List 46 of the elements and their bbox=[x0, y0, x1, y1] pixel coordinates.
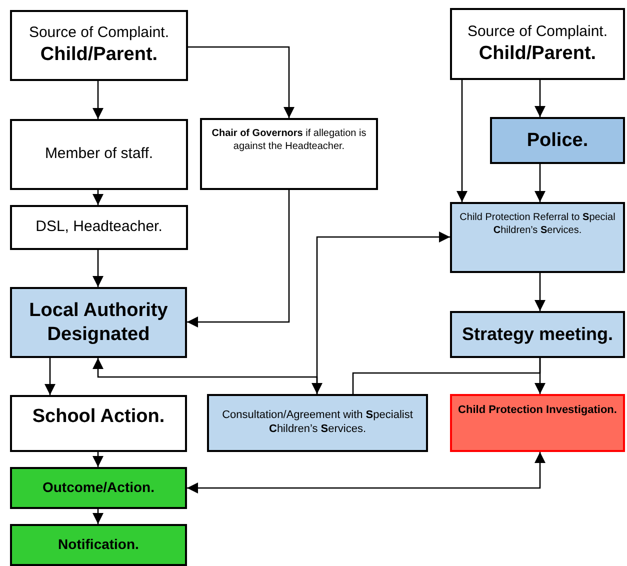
arrow bbox=[92, 81, 104, 119]
arrow bbox=[312, 232, 450, 394]
process-box bbox=[207, 394, 428, 452]
box-label: Local Authority Designated bbox=[28, 298, 169, 346]
box-label: Member of staff. bbox=[44, 145, 154, 164]
arrow bbox=[534, 164, 546, 202]
process-box bbox=[10, 395, 187, 452]
box-label: DSL, Headteacher. bbox=[36, 218, 162, 237]
box-label: Strategy meeting. bbox=[462, 323, 614, 346]
box-label: Child Protection Referral to Special Children’s Services. bbox=[458, 212, 616, 237]
process-box bbox=[10, 205, 188, 250]
box-label: Child/Parent. bbox=[40, 43, 158, 67]
process-box bbox=[10, 524, 187, 566]
arrow bbox=[187, 190, 290, 328]
arrow bbox=[187, 452, 546, 494]
process-box bbox=[10, 119, 188, 190]
process-box bbox=[450, 8, 625, 80]
arrow bbox=[44, 358, 56, 395]
box-label: Child/Parent. bbox=[478, 42, 596, 66]
arrow bbox=[92, 358, 318, 394]
box-label: Source of Complaint. bbox=[28, 24, 170, 43]
arrow bbox=[92, 452, 104, 467]
connector-line bbox=[352, 358, 541, 394]
box-label: Notification. bbox=[58, 536, 139, 554]
arrow bbox=[188, 46, 294, 118]
arrow bbox=[534, 80, 546, 117]
arrow bbox=[534, 273, 546, 311]
arrow bbox=[456, 80, 468, 202]
process-box bbox=[490, 117, 625, 164]
arrow bbox=[92, 250, 104, 287]
box-label: School Action. bbox=[32, 405, 165, 429]
box-label: Police. bbox=[526, 128, 588, 152]
box-label: Consultation/Agreement with Specialist Children’s Services. bbox=[221, 409, 414, 437]
box-label: Chair of Governors if allegation is against the Headteacher. bbox=[210, 128, 368, 153]
process-box bbox=[200, 118, 378, 190]
process-box bbox=[450, 202, 625, 273]
box-label: Child Protection Investigation. bbox=[458, 404, 617, 418]
process-box bbox=[10, 287, 187, 358]
process-box bbox=[450, 311, 625, 358]
process-box bbox=[450, 394, 625, 452]
process-box bbox=[10, 10, 188, 81]
arrow bbox=[92, 509, 104, 524]
process-box bbox=[10, 467, 187, 509]
arrow bbox=[92, 190, 104, 205]
box-label: Source of Complaint. bbox=[467, 22, 608, 42]
box-label: Outcome/Action. bbox=[42, 479, 154, 497]
